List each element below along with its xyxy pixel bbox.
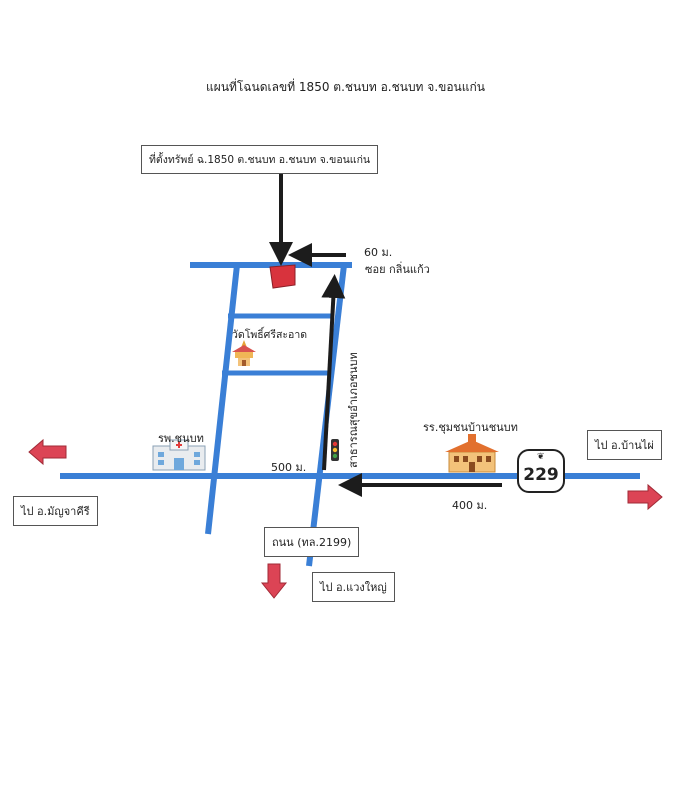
distance-400-label: 400 ม. [452,499,488,512]
school-name-label: รร.ชุมชนบ้านชนบท [423,421,518,434]
arrow-south-red [260,563,288,599]
property-parcel [269,264,296,289]
to-ban-phai-box: ไป อ.บ้านไผ่ [587,430,662,460]
distance-500-label: 500 ม. [271,461,307,474]
highway-shield: ❦ 229 [517,449,565,493]
property-label-box: ที่ตั้งทรัพย์ ฉ.1850 ต.ชนบท อ.ชนบท จ.ขอน… [141,145,379,174]
arrow-west-red [28,438,67,466]
soi-name-label: ซอย กลิ่นแก้ว [365,263,430,276]
hospital-name-label: รพ.ชนบท [158,432,204,445]
highway-emblem-icon: ❦ [537,452,545,462]
arrow-500m [321,274,346,471]
road-2199-box: ถนน (ทล.2199) [264,527,360,557]
temple-icon [232,340,256,366]
property-label: ที่ตั้งทรัพย์ ฉ.1850 ต.ชนบท อ.ชนบท จ.ขอน… [149,154,371,166]
to-waeng-yai-label: ไป อ.แวงใหญ่ [320,581,387,594]
school-icon [445,434,499,473]
map-title: แผนที่โฉนดเลขที่ 1850 ต.ชนบท อ.ชนบท จ.ขอ… [206,80,485,94]
road-2199-label: ถนน (ทล.2199) [272,536,352,549]
hospital-icon [152,439,206,471]
public-health-office-label: สาธารณสุขอำเภอชนบท [347,352,360,468]
to-manchakhiri-label: ไป อ.มัญจาคีรี [21,505,90,518]
outbound-arrows [28,438,663,599]
direction-arrows [269,170,502,497]
highway-number: 229 [523,465,559,485]
distance-60-label: 60 ม. [364,246,393,259]
to-manchakhiri-box: ไป อ.มัญจาคีรี [13,496,98,526]
to-waeng-yai-box: ไป อ.แวงใหญ่ [312,572,395,602]
arrow-east-red [627,483,663,511]
to-ban-phai-label: ไป อ.บ้านไผ่ [595,439,654,452]
west-vertical-road [205,264,240,535]
temple-name-label: วัดโพธิ์ศรีสะอาด [232,329,308,341]
traffic-light-icon [331,439,339,461]
